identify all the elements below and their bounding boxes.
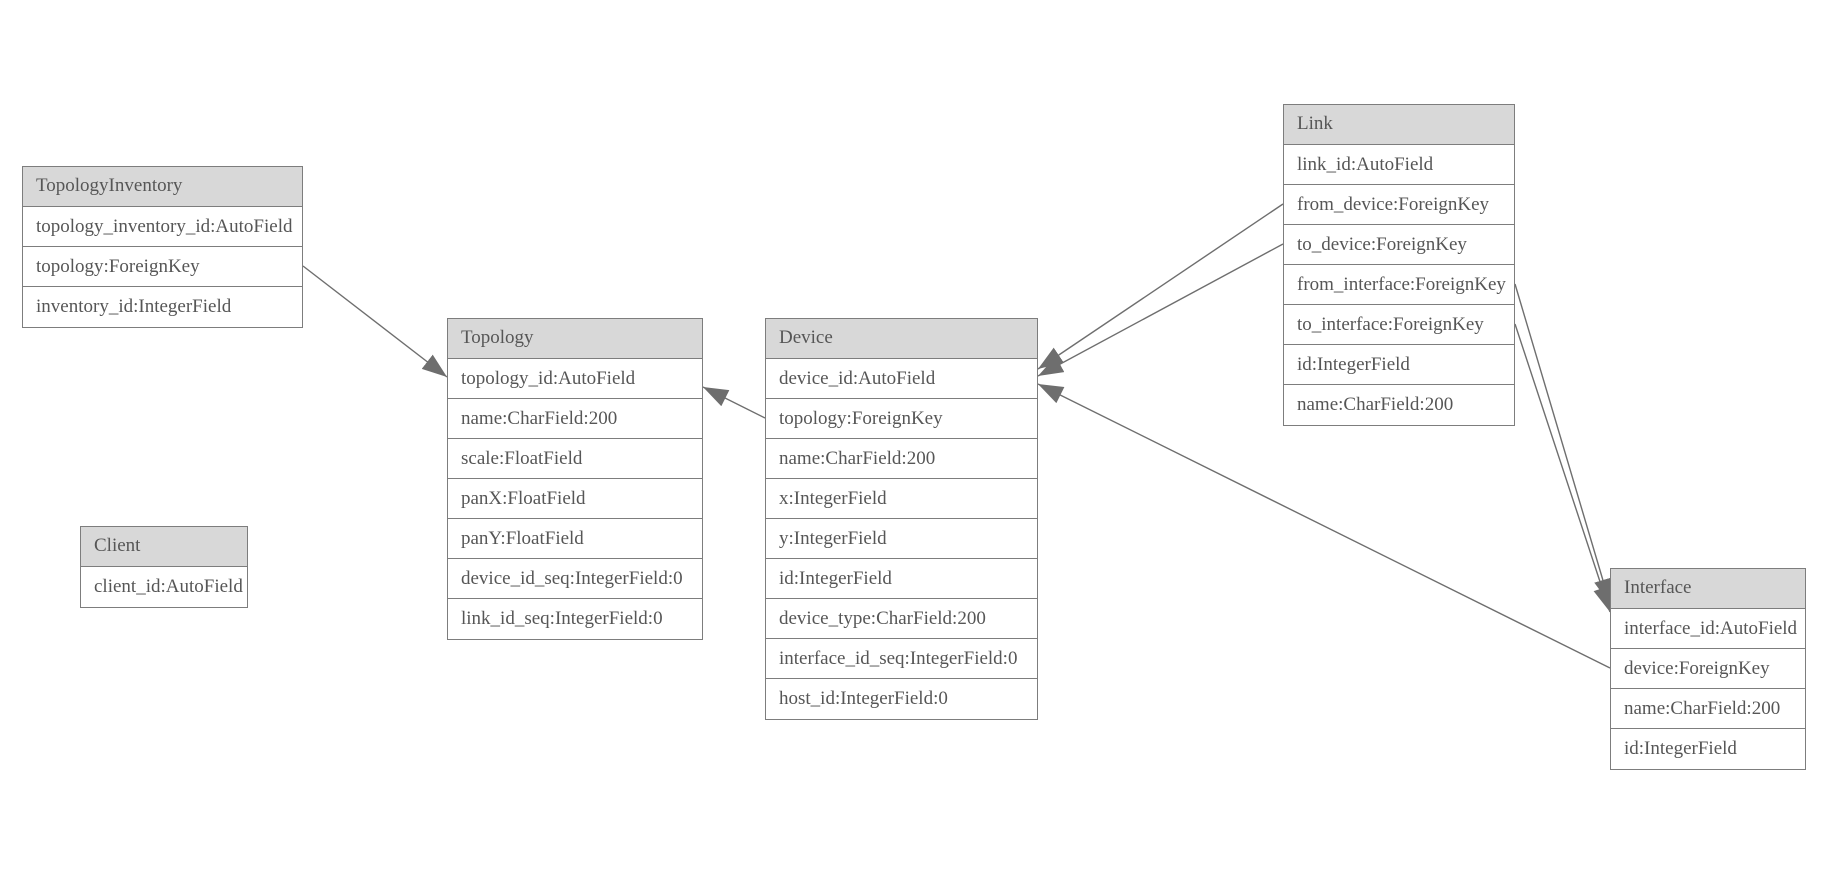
relation-line-Device.topology-to-Topology xyxy=(702,386,766,419)
entity-field: interface_id_seq:IntegerField:0 xyxy=(766,639,1037,679)
entity-title: Interface xyxy=(1611,569,1805,609)
relation-line-TopologyInventory.topology-to-Topology xyxy=(302,265,448,378)
entity-field: device:ForeignKey xyxy=(1611,649,1805,689)
entity-title: Device xyxy=(766,319,1037,359)
entity-field: x:IntegerField xyxy=(766,479,1037,519)
entity-field: topology_id:AutoField xyxy=(448,359,702,399)
entity-field: topology:ForeignKey xyxy=(23,247,302,287)
entity-field: client_id:AutoField xyxy=(94,576,243,597)
entity-field: scale:FloatField xyxy=(448,439,702,479)
relation-line-Link.to_interface-to-Interface xyxy=(1514,323,1611,613)
entity-field: to_interface:ForeignKey xyxy=(1284,305,1514,345)
entity-title: Link xyxy=(1284,105,1514,145)
entity-field: panX:FloatField xyxy=(448,479,702,519)
relation-line-Link.to_device-to-Device xyxy=(1037,243,1284,377)
entity-field: link_id:AutoField xyxy=(1284,145,1514,185)
entity-title: Topology xyxy=(448,319,702,359)
entity-field: device_type:CharField:200 xyxy=(766,599,1037,639)
entity-field: device_id_seq:IntegerField:0 xyxy=(448,559,702,599)
entity-field: from_device:ForeignKey xyxy=(1284,185,1514,225)
entity-client[interactable]: Client client_id:AutoField xyxy=(80,526,248,608)
relation-line-Interface.device-to-Device xyxy=(1037,383,1611,669)
entity-field: link_id_seq:IntegerField:0 xyxy=(461,608,663,629)
entity-field: topology_inventory_id:AutoField xyxy=(23,207,302,247)
entity-field: interface_id:AutoField xyxy=(1611,609,1805,649)
entity-field: y:IntegerField xyxy=(766,519,1037,559)
entity-field: panY:FloatField xyxy=(448,519,702,559)
relation-line-Link.from_device-to-Device xyxy=(1037,203,1284,370)
entity-field: from_interface:ForeignKey xyxy=(1284,265,1514,305)
entity-field: host_id:IntegerField:0 xyxy=(779,688,948,709)
entity-field: device_id:AutoField xyxy=(766,359,1037,399)
entity-title: TopologyInventory xyxy=(23,167,302,207)
entity-field: id:IntegerField xyxy=(1284,345,1514,385)
entity-field: name:CharField:200 xyxy=(766,439,1037,479)
entity-field: name:CharField:200 xyxy=(1611,689,1805,729)
entity-field: id:IntegerField xyxy=(1624,738,1737,759)
entity-title: Client xyxy=(81,527,247,567)
entity-field: inventory_id:IntegerField xyxy=(36,296,232,317)
entity-field: topology:ForeignKey xyxy=(766,399,1037,439)
entity-field: name:CharField:200 xyxy=(448,399,702,439)
entity-field: name:CharField:200 xyxy=(1297,394,1454,415)
entity-field: id:IntegerField xyxy=(766,559,1037,599)
entity-field: to_device:ForeignKey xyxy=(1284,225,1514,265)
relation-line-Link.from_interface-to-Interface xyxy=(1514,283,1612,605)
